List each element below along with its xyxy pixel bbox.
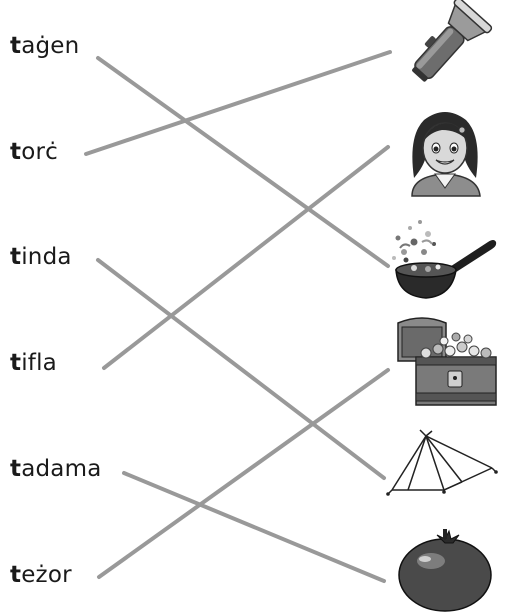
word-tagen: taġen — [10, 32, 79, 60]
match-line-tifla-girl[interactable] — [102, 145, 390, 370]
treasure-chest-icon — [397, 317, 497, 406]
word-tifla: tifla — [10, 349, 57, 377]
word-first-letter: t — [10, 562, 22, 588]
word-rest: aġen — [21, 33, 80, 59]
word-rest: inda — [21, 244, 72, 270]
word-tinda: tinda — [10, 243, 72, 271]
match-line-tagen-wok[interactable] — [96, 56, 390, 268]
tomato-icon — [398, 529, 492, 612]
word-first-letter: t — [10, 33, 22, 59]
tent-icon — [386, 429, 498, 496]
word-tadama: tadama — [10, 455, 102, 483]
word-first-letter: t — [10, 244, 22, 270]
word-torc: torċ — [10, 138, 58, 166]
word-rest: eżor — [21, 562, 72, 588]
wok-pan-icon — [392, 220, 497, 299]
match-line-tadama-tomato[interactable] — [122, 471, 386, 583]
word-rest: orċ — [21, 139, 58, 165]
word-rest: ifla — [21, 350, 57, 376]
match-line-torc-torch[interactable] — [84, 50, 392, 156]
match-line-tezor-chest[interactable] — [97, 368, 390, 579]
word-tezor: teżor — [10, 561, 72, 589]
match-line-tinda-tent[interactable] — [96, 258, 386, 480]
word-rest: adama — [21, 456, 102, 482]
word-first-letter: t — [10, 350, 22, 376]
word-first-letter: t — [10, 139, 22, 165]
torch-icon — [412, 0, 493, 82]
girl-icon — [411, 112, 481, 197]
word-first-letter: t — [10, 456, 22, 482]
